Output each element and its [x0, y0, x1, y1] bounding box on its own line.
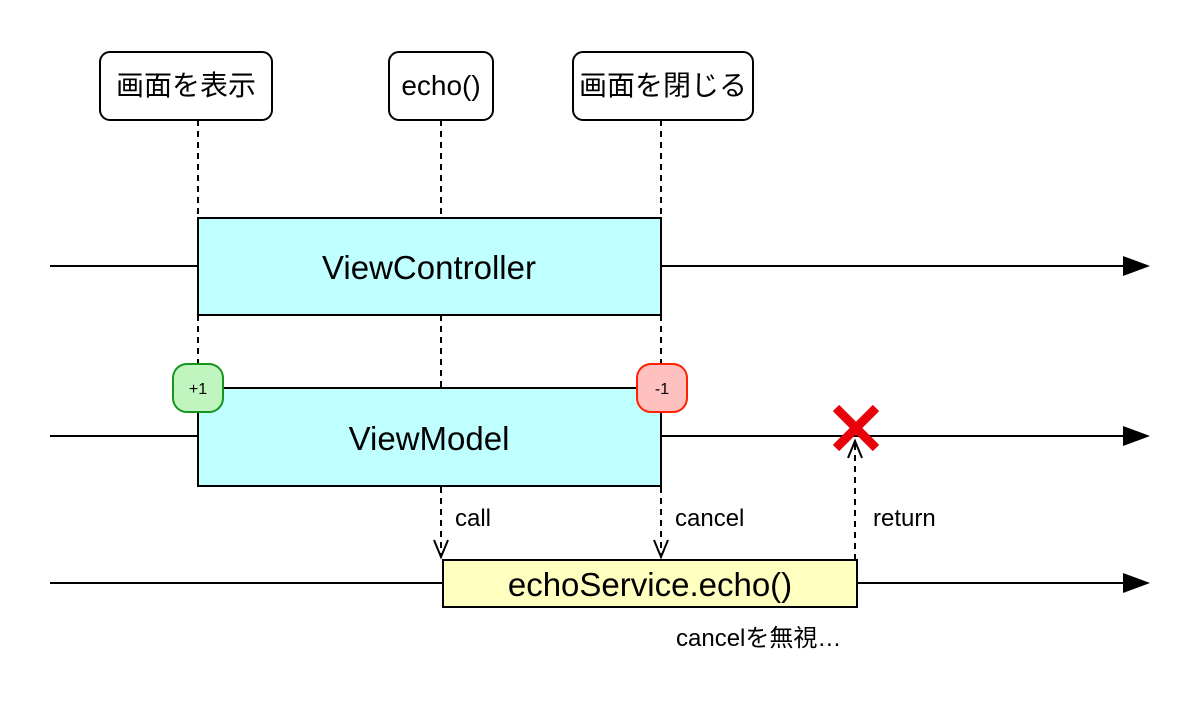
lane-echo-service: echoService.echo(): [442, 559, 858, 608]
arrowhead-icon: [1123, 426, 1150, 446]
event-echo: echo(): [388, 51, 494, 121]
guide-lines: [197, 120, 662, 388]
arrowhead-icon: [1123, 256, 1150, 276]
event-close: 画面を閉じる: [572, 51, 754, 121]
event-echo-label: echo(): [401, 70, 480, 101]
return-arrow: return: [847, 438, 936, 560]
return-label: return: [873, 505, 936, 532]
timeline-arrowheads: [1123, 256, 1150, 593]
lane-view-model-label: ViewModel: [349, 420, 510, 457]
call-arrow: call: [433, 487, 491, 560]
timelines: [50, 265, 1125, 584]
ignore-cancel-note: cancelを無視…: [676, 625, 841, 652]
release-badge-label: -1: [655, 381, 669, 398]
call-label: call: [455, 505, 491, 532]
cross-icon: [832, 404, 880, 452]
arrowhead-open-icon: [653, 539, 669, 560]
cancel-label: cancel: [675, 505, 744, 532]
release-badge: -1: [636, 363, 688, 413]
cancel-arrow: cancel: [653, 487, 744, 560]
lane-view-model: ViewModel: [197, 387, 662, 487]
event-show: 画面を表示: [99, 51, 273, 121]
retain-badge: +1: [172, 363, 224, 413]
arrowhead-open-icon: [433, 539, 449, 560]
event-show-label: 画面を表示: [116, 70, 256, 101]
arrowhead-open-icon: [847, 438, 863, 459]
event-close-label: 画面を閉じる: [579, 70, 747, 101]
lane-view-controller: ViewController: [197, 217, 662, 316]
lane-echo-service-label: echoService.echo(): [508, 566, 792, 603]
lane-view-controller-label: ViewController: [322, 249, 536, 286]
retain-badge-label: +1: [189, 381, 207, 398]
arrowhead-icon: [1123, 573, 1150, 593]
